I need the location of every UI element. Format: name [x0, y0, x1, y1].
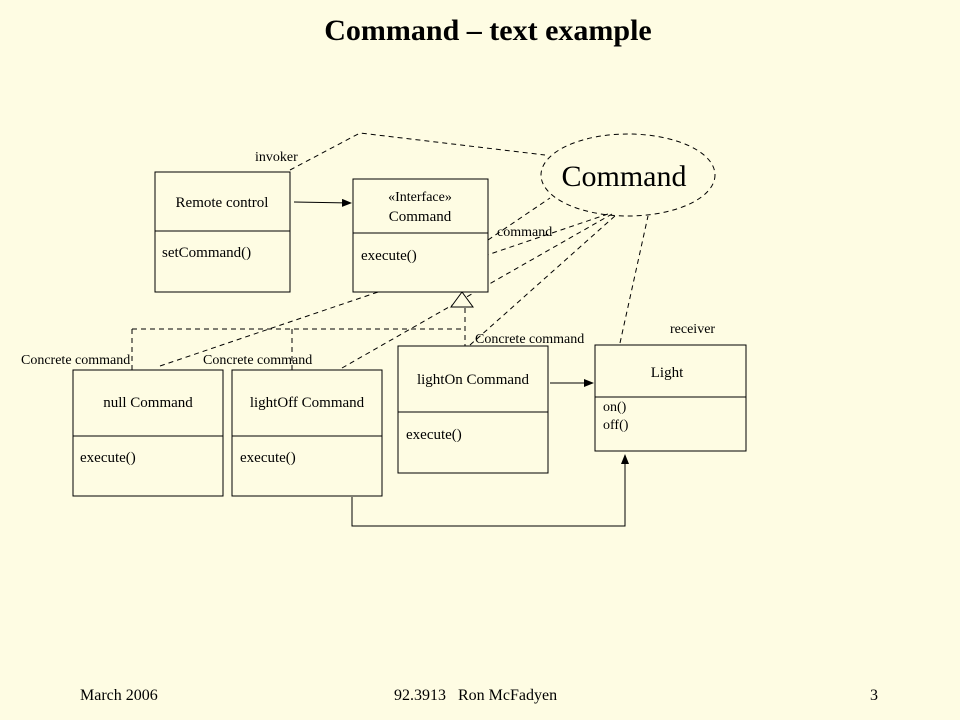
receiver-label: receiver — [670, 322, 715, 337]
footer-page-number: 3 — [870, 687, 878, 704]
light-name: Light — [651, 365, 684, 381]
remote-control-name: Remote control — [176, 195, 269, 211]
concrete-command-right-role-line — [469, 214, 617, 346]
lightoff-command-name: lightOff Command — [250, 395, 365, 411]
lightoff-light-association-arrow — [351, 454, 629, 527]
invoker-role-line — [289, 132, 546, 171]
remote-control-operation: setCommand() — [162, 245, 251, 261]
light-operation-off: off() — [603, 418, 629, 433]
lighton-command-name: lightOn Command — [417, 372, 530, 388]
lighton-command-class[interactable]: lightOn Command execute() — [397, 345, 549, 474]
footer-date: March 2006 — [80, 687, 158, 704]
lightoff-command-class[interactable]: lightOff Command execute() — [231, 369, 383, 497]
lighton-command-operation: execute() — [406, 427, 462, 443]
light-operation-on: on() — [603, 400, 627, 415]
null-command-operation: execute() — [80, 450, 136, 466]
command-interface-operation: execute() — [361, 248, 417, 264]
concrete-command-right-label: Concrete command — [475, 332, 584, 347]
command-collaboration-ellipse — [540, 133, 716, 217]
command-ellipse-label: Command — [562, 160, 687, 193]
remote-control-class[interactable]: Remote control setCommand() — [154, 171, 291, 293]
light-class[interactable]: Light on() off() — [594, 344, 747, 452]
footer-course: 92.3913 Ron McFadyen — [394, 687, 558, 704]
invoker-label: invoker — [255, 150, 298, 165]
slide-title: Command – text example — [324, 14, 652, 47]
command-interface-class[interactable]: «Interface» Command execute() — [352, 178, 489, 293]
concrete-command-middle-label: Concrete command — [203, 353, 312, 368]
command-interface-stereotype: «Interface» — [388, 190, 452, 205]
concrete-command-left-label: Concrete command — [21, 353, 130, 368]
null-command-name: null Command — [103, 395, 193, 411]
receiver-role-line — [619, 215, 649, 344]
realization-triangle — [450, 291, 474, 308]
null-command-class[interactable]: null Command execute() — [72, 369, 224, 497]
command-interface-name: Command — [389, 209, 452, 225]
lightoff-command-operation: execute() — [240, 450, 296, 466]
invoker-association-arrow — [293, 198, 352, 207]
command-role-line — [487, 197, 551, 241]
command-role-label: command — [497, 225, 552, 240]
